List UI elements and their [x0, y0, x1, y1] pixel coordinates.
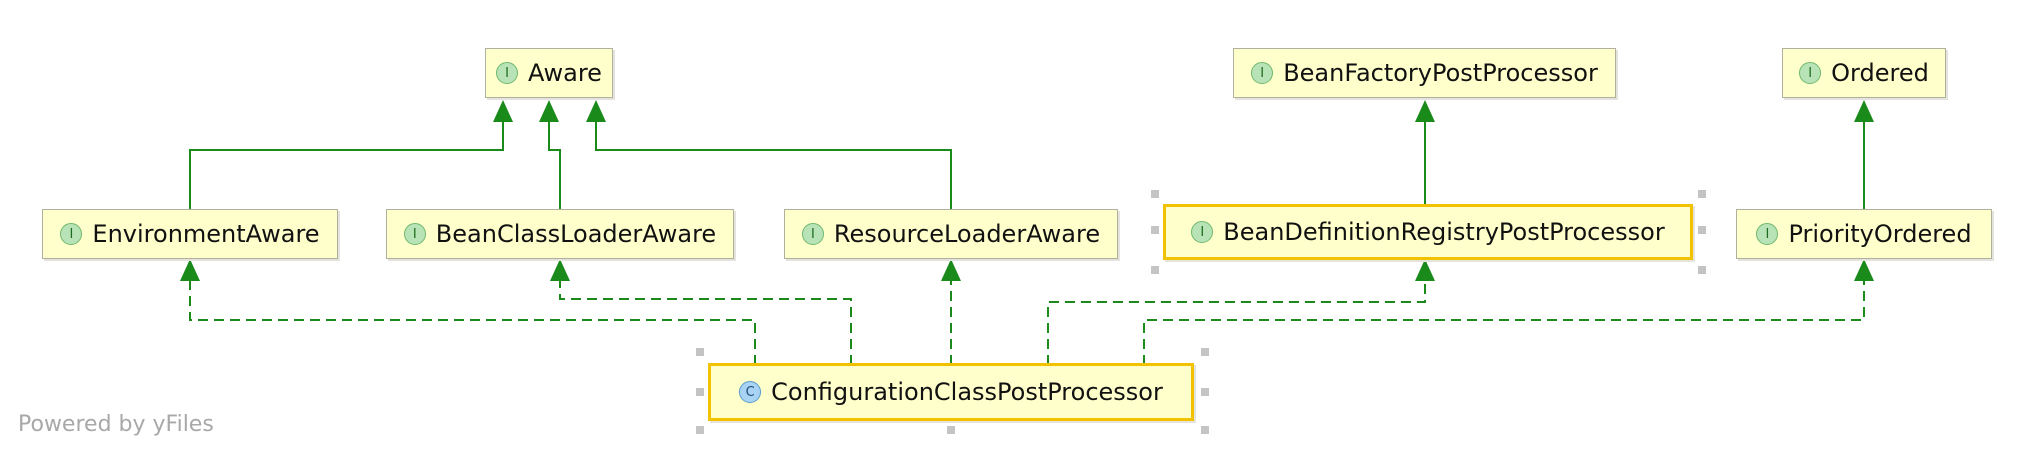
- arrowhead-priority-ordered: [1854, 259, 1874, 281]
- node-label: ResourceLoaderAware: [833, 220, 1101, 248]
- node-aware[interactable]: I Aware: [485, 48, 613, 98]
- interface-icon: I: [496, 62, 519, 84]
- node-label: Aware: [528, 59, 602, 87]
- arrowhead-aware-left: [493, 100, 513, 122]
- interface-icon: I: [1756, 223, 1779, 245]
- selection-handle[interactable]: [696, 426, 704, 434]
- edge-configuration-class-post-processor-to-environment-aware: [189, 281, 756, 365]
- selection-handle[interactable]: [1698, 266, 1706, 274]
- node-label: PriorityOrdered: [1788, 220, 1972, 248]
- selection-handle[interactable]: [696, 348, 704, 356]
- node-resource-loader-aware[interactable]: I ResourceLoaderAware: [784, 209, 1118, 259]
- arrowhead-ordered: [1854, 100, 1874, 122]
- interface-icon: I: [1251, 62, 1274, 84]
- arrowhead-resource-loader-aware: [941, 259, 961, 281]
- arrowhead-environment-aware: [180, 259, 200, 281]
- selection-handle[interactable]: [1698, 190, 1706, 198]
- edge-configuration-class-post-processor-to-bean-definition-registry-post-processor: [1047, 281, 1426, 365]
- edge-bean-class-loader-aware-to-aware: [548, 122, 561, 209]
- powered-by-watermark: Powered by yFiles: [18, 412, 214, 437]
- edge-configuration-class-post-processor-to-priority-ordered: [1143, 281, 1865, 365]
- edge-configuration-class-post-processor-to-bean-class-loader-aware: [559, 281, 852, 365]
- selection-handle[interactable]: [1698, 226, 1706, 234]
- node-priority-ordered[interactable]: I PriorityOrdered: [1736, 209, 1992, 259]
- selection-handle[interactable]: [1201, 426, 1209, 434]
- arrowhead-aware-right: [586, 100, 606, 122]
- node-ordered[interactable]: I Ordered: [1782, 48, 1946, 98]
- arrowhead-bean-definition-registry-post-processor: [1415, 259, 1435, 281]
- selection-handle[interactable]: [1201, 388, 1209, 396]
- selection-handle[interactable]: [1201, 348, 1209, 356]
- selection-handle[interactable]: [696, 388, 704, 396]
- interface-icon: I: [60, 223, 83, 245]
- selection-handle[interactable]: [947, 426, 955, 434]
- interface-icon: I: [1799, 62, 1822, 84]
- arrowhead-bean-factory-post-processor: [1415, 100, 1435, 122]
- selection-handle[interactable]: [1151, 226, 1159, 234]
- selection-handle[interactable]: [1151, 190, 1159, 198]
- node-bean-factory-post-processor[interactable]: I BeanFactoryPostProcessor: [1233, 48, 1616, 98]
- node-bean-class-loader-aware[interactable]: I BeanClassLoaderAware: [386, 209, 734, 259]
- interface-icon: I: [1191, 221, 1214, 243]
- node-label: EnvironmentAware: [92, 220, 320, 248]
- node-environment-aware[interactable]: I EnvironmentAware: [42, 209, 338, 259]
- arrowhead-bean-class-loader-aware: [550, 259, 570, 281]
- edge-resource-loader-aware-to-aware: [595, 122, 952, 209]
- interface-icon: I: [403, 223, 426, 245]
- node-label: BeanClassLoaderAware: [435, 220, 717, 248]
- node-label: Ordered: [1831, 59, 1929, 87]
- interface-icon: I: [801, 223, 824, 245]
- class-icon: C: [739, 381, 762, 403]
- edge-environment-aware-to-aware: [189, 122, 504, 209]
- node-configuration-class-post-processor[interactable]: C ConfigurationClassPostProcessor: [708, 363, 1194, 421]
- node-label: BeanFactoryPostProcessor: [1283, 59, 1598, 87]
- arrowhead-aware-middle: [539, 100, 559, 122]
- selection-handle[interactable]: [1151, 266, 1159, 274]
- node-label: BeanDefinitionRegistryPostProcessor: [1223, 218, 1665, 246]
- node-bean-definition-registry-post-processor[interactable]: I BeanDefinitionRegistryPostProcessor: [1163, 204, 1693, 260]
- node-label: ConfigurationClassPostProcessor: [771, 378, 1163, 406]
